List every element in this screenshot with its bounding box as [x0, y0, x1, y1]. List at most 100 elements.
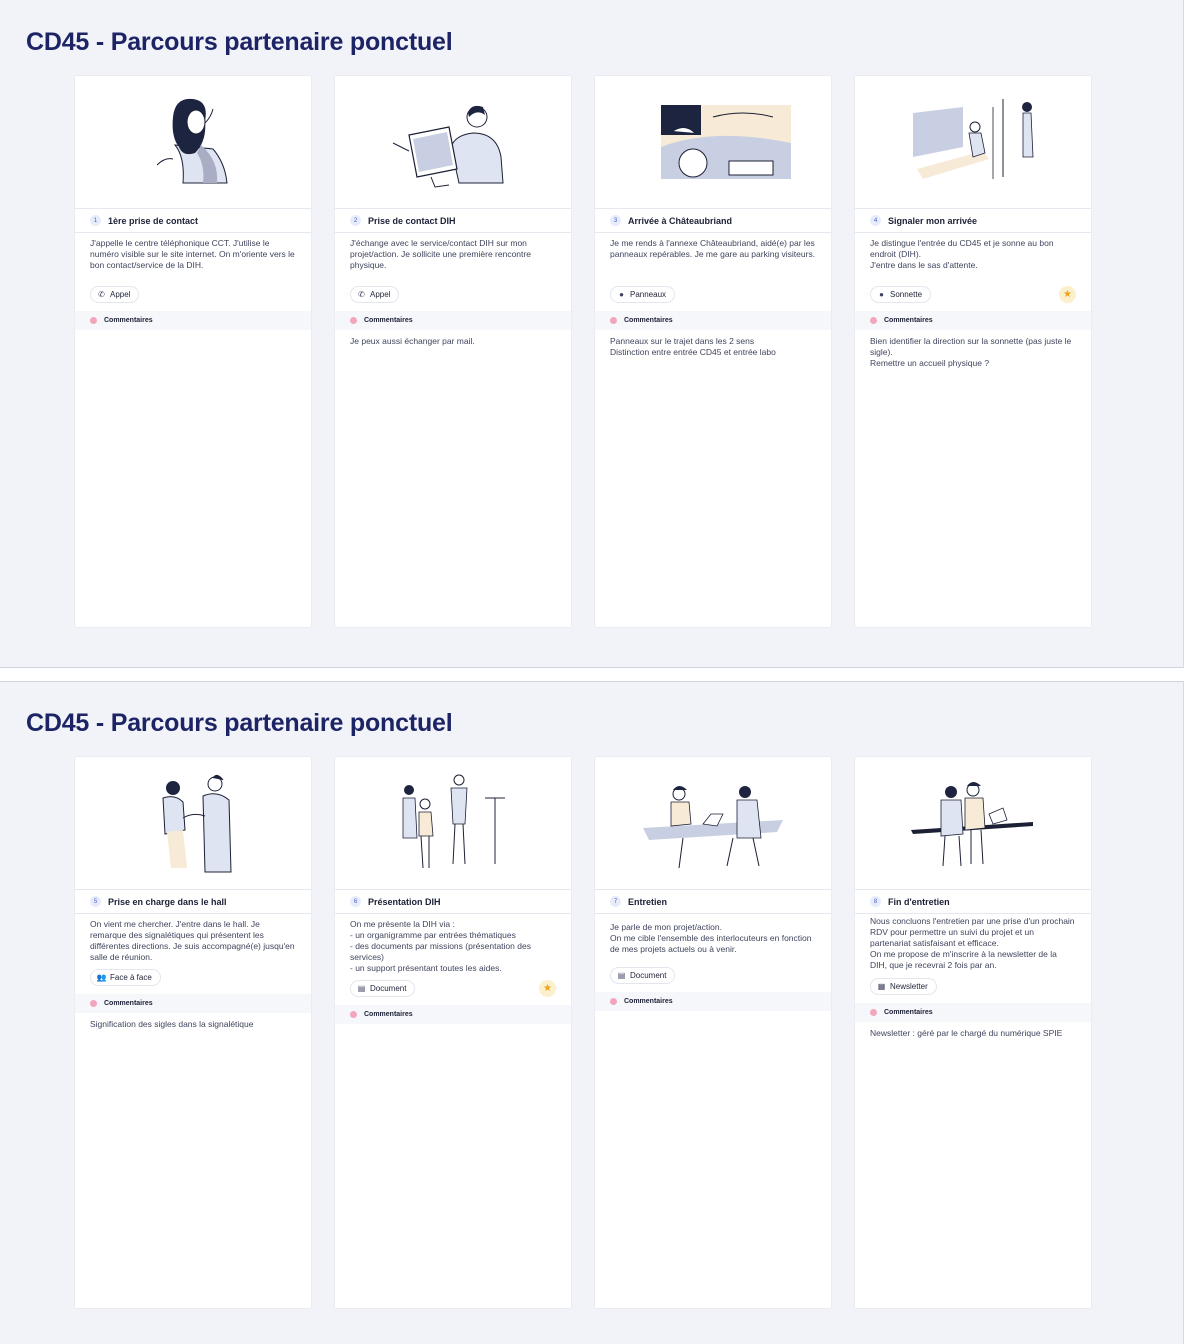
sign-icon: ● — [619, 289, 624, 299]
comment-dot-icon — [90, 317, 97, 324]
tag-label: Document — [630, 970, 667, 980]
comments-header[interactable]: Commentaires — [75, 311, 311, 330]
step-description: On me présente la DIH via : - un organig… — [350, 919, 531, 973]
tag-row: ▦ Newsletter — [855, 972, 1091, 1000]
comments-header[interactable]: Commentaires — [855, 311, 1091, 330]
comment-dot-icon — [90, 1000, 97, 1007]
step-header: 1 1ère prise de contact — [75, 209, 311, 233]
step-title: Prise en charge dans le hall — [108, 896, 227, 907]
tag-row: ●Sonnette ★ — [855, 280, 1091, 308]
comments-header[interactable]: Commentaires — [855, 1003, 1091, 1022]
step-card[interactable]: 8 Fin d'entretien Nous concluons l'entre… — [855, 757, 1091, 1308]
comments-header[interactable]: Commentaires — [335, 311, 571, 330]
channel-tag[interactable]: ●Sonnette — [870, 285, 932, 303]
step-header: 2 Prise de contact DIH — [335, 209, 571, 233]
channel-tag[interactable]: ▤ Document — [610, 966, 676, 984]
step-title: Arrivée à Châteaubriand — [628, 215, 733, 226]
phone-icon: ✆ — [98, 289, 105, 299]
star-icon[interactable]: ★ — [1059, 285, 1076, 303]
step-card[interactable]: 2 Prise de contact DIH J'échange avec le… — [335, 76, 571, 627]
comments-header[interactable]: Commentaires — [75, 994, 311, 1013]
tag-row: ✆ Appel — [75, 280, 311, 308]
comment-dot-icon — [870, 1009, 877, 1016]
comments-header[interactable]: Commentaires — [595, 311, 831, 330]
comment-text: Newsletter : géré par le chargé du numér… — [870, 1028, 1063, 1038]
comments-label: Commentaires — [624, 317, 673, 324]
channel-tag[interactable]: ▦ Newsletter — [870, 977, 937, 995]
star-icon[interactable]: ★ — [539, 979, 556, 997]
waiting-room-illustration — [913, 99, 1034, 179]
man-computer-illustration — [392, 105, 504, 188]
comment-text: Bien identifier la direction sur la sonn… — [870, 336, 1072, 368]
step-illustration — [855, 757, 1091, 890]
step-number: 8 — [870, 896, 881, 907]
meeting-end-illustration — [911, 782, 1033, 867]
board-title: CD45 - Parcours partenaire ponctuel — [26, 28, 453, 56]
bell-icon: ● — [879, 289, 884, 299]
comments-label: Commentaires — [104, 317, 153, 324]
comment-text: Je peux aussi échanger par mail. — [350, 336, 475, 346]
tag-row: ✆Appel — [335, 280, 571, 308]
board-title: CD45 - Parcours partenaire ponctuel — [26, 709, 453, 737]
comment-text: Signification des sigles dans la signalé… — [90, 1019, 254, 1029]
step-number: 6 — [350, 896, 361, 907]
step-title: Signaler mon arrivée — [888, 215, 978, 226]
tag-label: Panneaux — [630, 289, 667, 299]
comments-label: Commentaires — [364, 317, 413, 324]
channel-tag[interactable]: 👥Face à face — [90, 968, 161, 986]
journey-board-1: CD45 - Parcours partenaire ponctuel 1 1è… — [0, 0, 1184, 668]
newsletter-icon: ▦ — [877, 981, 886, 991]
comments-header[interactable]: Commentaires — [335, 1005, 571, 1024]
tag-label: Newsletter — [890, 981, 928, 991]
step-number: 4 — [870, 215, 881, 226]
step-description: On vient me chercher. J'entre dans le ha… — [90, 919, 295, 962]
step-card[interactable]: 3 Arrivée à Châteaubriand Je me rends à … — [595, 76, 831, 627]
comments-header[interactable]: Commentaires — [595, 992, 831, 1011]
step-cards: 1 1ère prise de contact J'appelle le cen… — [75, 76, 1091, 627]
comment-text — [335, 1024, 571, 1030]
document-icon: ▤ — [357, 983, 366, 993]
step-illustration — [75, 76, 311, 209]
step-header: 6 Présentation DIH — [335, 890, 571, 914]
comments-label: Commentaires — [364, 1011, 413, 1018]
step-cards: 5 Prise en charge dans le hall On vient … — [75, 757, 1091, 1308]
channel-tag[interactable]: ✆ Appel — [90, 285, 140, 303]
step-card[interactable]: 4 Signaler mon arrivée Je distingue l'en… — [855, 76, 1091, 627]
channel-tag[interactable]: ▤ Document — [350, 979, 416, 997]
step-illustration — [335, 76, 571, 209]
step-number: 2 — [350, 215, 361, 226]
comment-dot-icon — [610, 998, 617, 1005]
tag-label: Face à face — [110, 972, 152, 982]
step-description: Nous concluons l'entretien par une prise… — [870, 916, 1075, 970]
document-icon: ▤ — [617, 970, 626, 980]
step-card[interactable]: 5 Prise en charge dans le hall On vient … — [75, 757, 311, 1308]
step-card[interactable]: 7 Entretien Je parle de mon projet/actio… — [595, 757, 831, 1308]
step-title: Prise de contact DIH — [368, 215, 456, 226]
step-card[interactable]: 6 Présentation DIH On me présente la DIH… — [335, 757, 571, 1308]
channel-tag[interactable]: ✆Appel — [350, 285, 400, 303]
comments-label: Commentaires — [884, 1009, 933, 1016]
comment-text — [595, 1011, 831, 1017]
step-description: Je parle de mon projet/action. On me cib… — [610, 922, 812, 954]
step-title: Entretien — [628, 896, 668, 907]
step-header: 8 Fin d'entretien — [855, 890, 1091, 914]
step-illustration — [855, 76, 1091, 209]
channel-tag[interactable]: ● Panneaux — [610, 285, 676, 303]
comment-dot-icon — [870, 317, 877, 324]
step-description: Je me rends à l'annexe Châteaubriand, ai… — [610, 238, 816, 259]
tag-row: ▤ Document — [595, 961, 831, 989]
step-illustration — [75, 757, 311, 890]
comment-text: Panneaux sur le trajet dans les 2 sens D… — [610, 336, 776, 357]
step-number: 3 — [610, 215, 621, 226]
tag-row: 👥Face à face — [75, 963, 311, 991]
presentation-illustration — [402, 774, 505, 869]
comment-dot-icon — [350, 317, 357, 324]
tag-label: Document — [370, 983, 407, 993]
tag-label: Appel — [370, 289, 391, 299]
step-description: J'échange avec le service/contact DIH su… — [350, 238, 531, 270]
tag-label: Appel — [110, 289, 131, 299]
step-card[interactable]: 1 1ère prise de contact J'appelle le cen… — [75, 76, 311, 627]
comment-dot-icon — [350, 1011, 357, 1018]
handshake-illustration — [162, 774, 232, 873]
interview-illustration — [643, 786, 783, 869]
